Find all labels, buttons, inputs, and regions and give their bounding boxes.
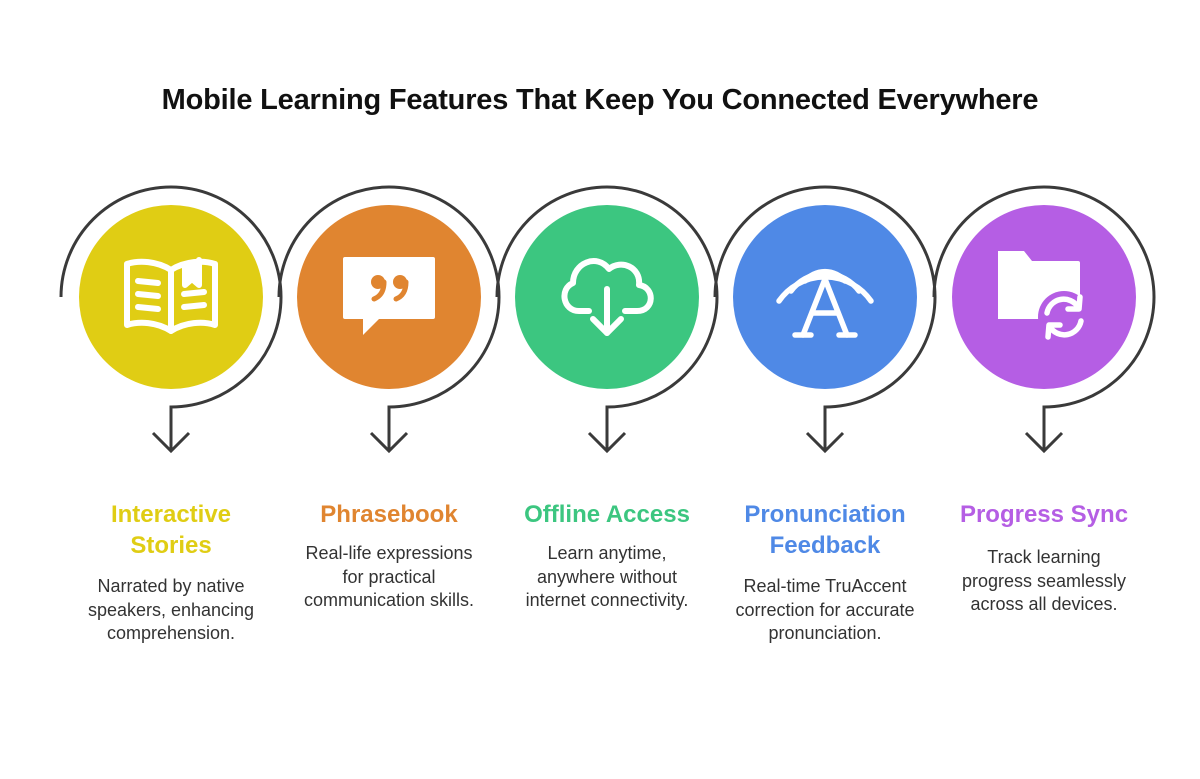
feature-desc-2: Real-life expressions for practical comm… — [303, 543, 475, 610]
quote-bubble-icon — [343, 257, 435, 335]
feature-title-2: Phrasebook — [320, 501, 458, 528]
feature-node-4 — [713, 185, 937, 454]
ring-connector-4 — [713, 185, 937, 449]
arrow-head-4 — [805, 431, 845, 454]
ring-connector-2 — [277, 185, 501, 449]
feature-3: Offline Access Learn anytime, anywhere w… — [507, 499, 707, 613]
folder-sync-icon — [998, 251, 1090, 343]
feature-1: Interactive Stories Narrated by native s… — [71, 499, 271, 646]
feature-title-4: Pronunciation Feedback — [744, 501, 906, 559]
feature-node-5 — [932, 185, 1156, 454]
feature-4: Pronunciation Feedback Real-time TruAcce… — [725, 499, 925, 646]
feature-5: Progress Sync Track learning progress se… — [944, 499, 1144, 617]
cloud-download-icon — [561, 258, 654, 336]
feature-2: Phrasebook Real-life expressions for pra… — [289, 499, 489, 613]
feature-desc-3: Learn anytime, anywhere without internet… — [525, 543, 689, 610]
feature-desc-4: Real-time TruAccent correction for accur… — [735, 576, 915, 643]
ring-connector-3 — [495, 185, 719, 449]
feature-node-1 — [59, 185, 283, 454]
arrow-head-2 — [369, 431, 409, 454]
feature-desc-1: Narrated by native speakers, enhancing c… — [87, 576, 255, 643]
page-title: Mobile Learning Features That Keep You C… — [161, 84, 1039, 116]
letter-a-broadcast-icon — [776, 268, 874, 338]
feature-title-5: Progress Sync — [959, 501, 1129, 528]
feature-title-1: Interactive Stories — [110, 501, 232, 559]
feature-node-2 — [277, 185, 501, 454]
arrow-head-1 — [151, 431, 191, 454]
ring-connector-1 — [59, 185, 283, 449]
arrow-head-3 — [587, 431, 627, 454]
ring-connector-5 — [932, 185, 1156, 449]
open-book-icon — [124, 257, 218, 334]
arrow-head-5 — [1024, 431, 1064, 454]
feature-node-3 — [495, 185, 719, 454]
feature-desc-5: Track learning progress seamlessly acros… — [961, 547, 1127, 614]
feature-title-3: Offline Access — [524, 501, 690, 528]
feature-circle-4 — [733, 205, 917, 389]
